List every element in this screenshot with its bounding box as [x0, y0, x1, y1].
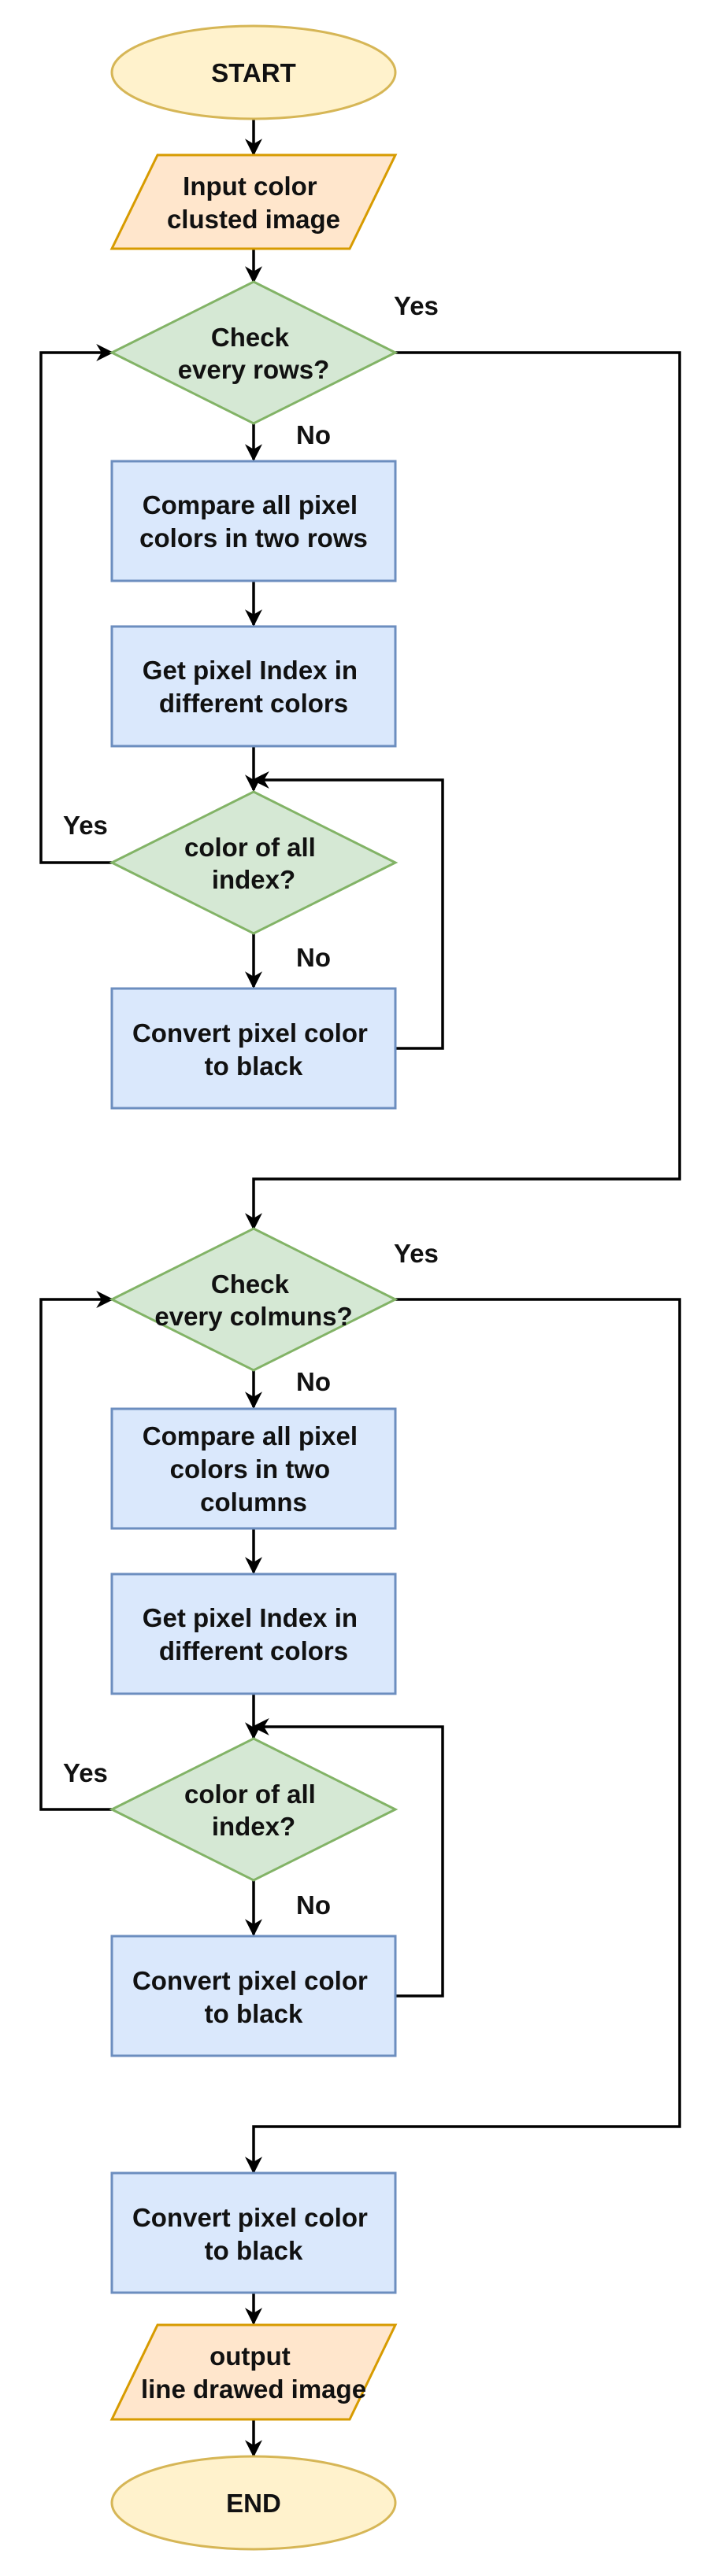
edge-checkrows-yes [245, 351, 681, 1231]
check-rows-label: Check every rows? [178, 323, 330, 384]
compare-rows-label: Compare all pixel colors in two rows [139, 490, 368, 553]
output-parallelogram-shape [109, 2323, 398, 2421]
edge-label-index1-no: No [296, 943, 331, 972]
compare-cols-label: Compare all pixel colors in two columns [143, 1421, 365, 1517]
edge-label-index2-yes: Yes [63, 1758, 108, 1787]
compare-cols-process-shape [110, 1407, 397, 1530]
color-index-1-label: color of all index? [184, 833, 323, 894]
color-index-2-label: color of all index? [184, 1780, 323, 1841]
color-index-2-decision-shape [109, 1737, 399, 1882]
end-terminator-shape [110, 2455, 397, 2551]
get-index-2-label: Get pixel Index in different colors [143, 1603, 365, 1665]
edge-labels: Yes No Yes No Yes No Yes No [63, 291, 439, 1920]
node-convert-2: Convert pixel color to black [110, 1935, 397, 2057]
node-input: Input color clusted image [109, 153, 398, 250]
edge-colorindex1-yes-loop [39, 344, 114, 864]
end-label: END [226, 2489, 281, 2518]
node-get-index-1: Get pixel Index in different colors [110, 625, 397, 748]
edge-convert1-loop [251, 771, 444, 1050]
input-label: Input color clusted image [167, 172, 340, 234]
edge-convert2-loop [251, 1718, 444, 1998]
node-convert-1: Convert pixel color to black [110, 987, 397, 1110]
node-compare-cols: Compare all pixel colors in two columns [110, 1407, 397, 1530]
check-rows-decision-shape [109, 280, 399, 425]
node-color-index-1: color of all index? [109, 790, 399, 935]
edge-label-rows-no: No [296, 420, 331, 449]
node-convert-final: Convert pixel color to black [110, 2171, 397, 2294]
input-parallelogram-shape [109, 153, 398, 250]
edge-label-cols-no: No [296, 1367, 331, 1396]
edge-label-index1-yes: Yes [63, 811, 108, 840]
convert-1-label: Convert pixel color to black [132, 1018, 375, 1081]
node-get-index-2: Get pixel Index in different colors [110, 1573, 397, 1695]
output-label: output line drawed image [141, 2341, 366, 2404]
convert-final-process-shape [110, 2171, 397, 2294]
start-terminator-shape [110, 24, 397, 120]
edges [39, 74, 681, 2458]
start-label: START [211, 58, 296, 87]
node-check-rows: Check every rows? [109, 280, 399, 425]
node-start: START [110, 24, 397, 120]
edge-colorindex2-yes-loop [39, 1291, 114, 1811]
get-index-1-process-shape [110, 625, 397, 748]
check-cols-decision-shape [109, 1227, 399, 1372]
color-index-1-decision-shape [109, 790, 399, 935]
check-cols-label: Check every colmuns? [154, 1270, 352, 1331]
edge-label-rows-yes: Yes [394, 291, 439, 320]
edge-checkcols-yes [245, 1298, 681, 2175]
edge-label-index2-no: No [296, 1890, 331, 1920]
convert-final-label: Convert pixel color to black [132, 2203, 375, 2265]
edge-label-cols-yes: Yes [394, 1239, 439, 1268]
compare-rows-process-shape [110, 460, 397, 582]
convert-2-label: Convert pixel color to black [132, 1966, 375, 2028]
convert-2-process-shape [110, 1935, 397, 2057]
get-index-1-label: Get pixel Index in different colors [143, 656, 365, 718]
node-check-cols: Check every colmuns? [109, 1227, 399, 1372]
node-compare-rows: Compare all pixel colors in two rows [110, 460, 397, 582]
get-index-2-process-shape [110, 1573, 397, 1695]
node-end: END [110, 2455, 397, 2551]
node-color-index-2: color of all index? [109, 1737, 399, 1882]
convert-1-process-shape [110, 987, 397, 1110]
node-output: output line drawed image [109, 2323, 398, 2421]
